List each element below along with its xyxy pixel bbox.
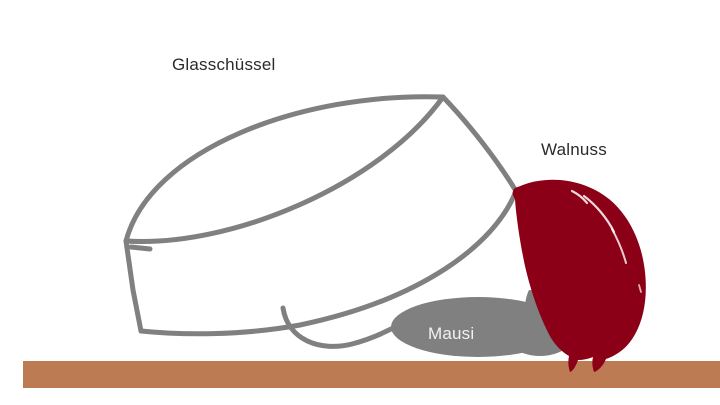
walnut xyxy=(512,179,646,372)
label-mausi: Mausi xyxy=(428,324,475,343)
walnut-highlight-3 xyxy=(611,228,627,264)
glass-bowl xyxy=(123,94,519,349)
label-walnuss: Walnuss xyxy=(541,140,607,159)
bowl-inner-left-line xyxy=(128,244,153,252)
ground-surface xyxy=(23,361,720,388)
bowl-body-left-edge xyxy=(123,238,144,334)
walnut-highlight-1 xyxy=(570,189,589,205)
label-glasschuessel: Glasschüssel xyxy=(172,55,276,74)
walnut-highlight-4 xyxy=(638,284,642,293)
bowl-body-right-edge xyxy=(440,94,519,194)
bowl-body-bottom-curve xyxy=(138,188,519,337)
mouse-tail xyxy=(280,305,407,349)
bowl-rim-upper-arc xyxy=(123,94,446,244)
bowl-rim-lower-arc xyxy=(123,94,446,245)
